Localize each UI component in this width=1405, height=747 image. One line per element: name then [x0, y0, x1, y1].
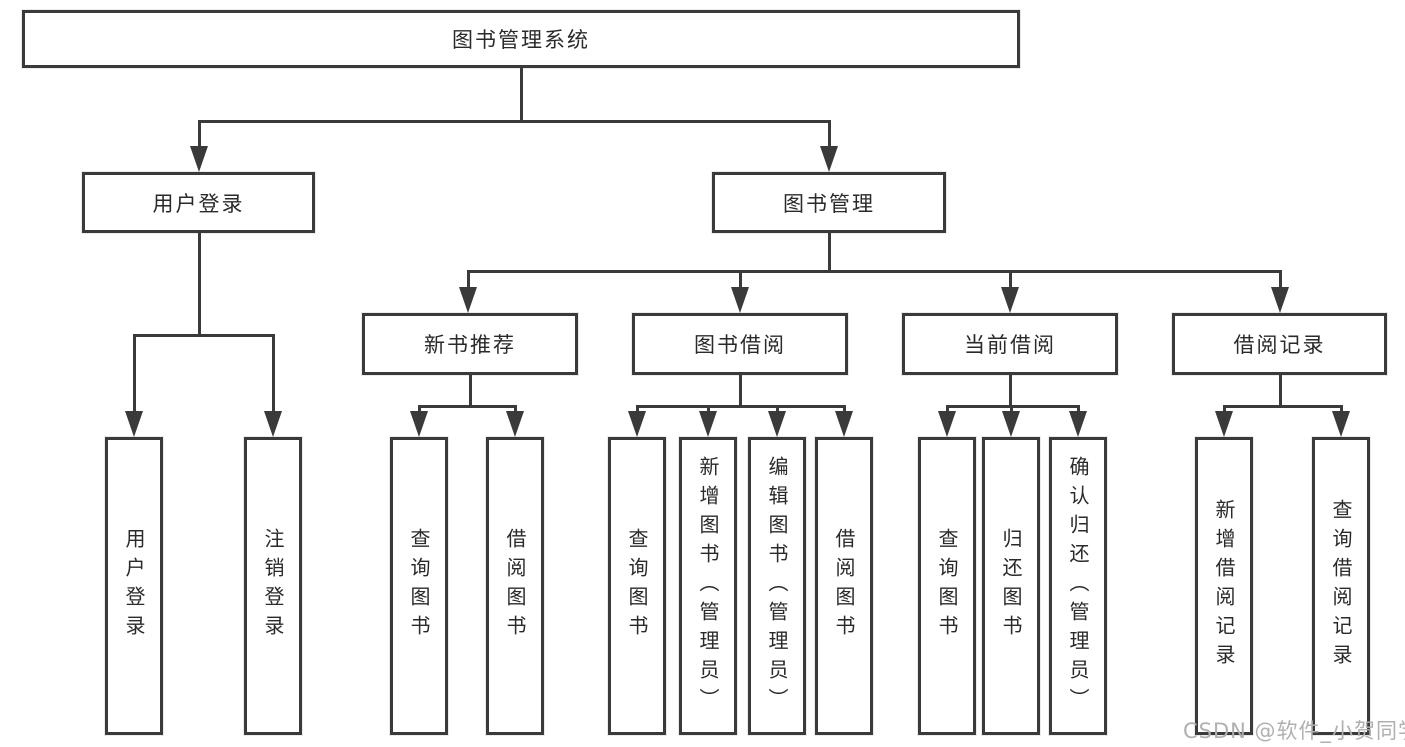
leaf-logout: 注销登录: [244, 437, 302, 735]
connector-vline: [1223, 405, 1226, 414]
leaf-cb-return-books: 归还图书: [982, 437, 1040, 735]
arrowhead-down-icon: [699, 411, 717, 437]
connector-vline: [520, 66, 523, 123]
leaf-nb-query-books: 查询图书: [390, 437, 448, 735]
leaf-bb-add-book-admin: 新增图书（管理员）: [679, 437, 737, 735]
node-user-login: 用户登录: [82, 172, 315, 233]
arrowhead-down-icon: [731, 287, 749, 313]
connector-vline: [469, 373, 472, 407]
leaf-bb-borrow-books: 借阅图书: [815, 437, 873, 735]
connector-hline: [133, 334, 274, 337]
leaf-br-query-record: 查询借阅记录: [1312, 437, 1370, 735]
arrowhead-down-icon: [506, 411, 524, 437]
connector-vline: [843, 405, 846, 414]
connector-hline: [467, 270, 1281, 273]
node-book-management: 图书管理: [712, 172, 946, 233]
connector-vline: [133, 334, 136, 414]
arrowhead-down-icon: [1001, 287, 1019, 313]
connector-hline: [1223, 405, 1342, 408]
node-borrowing-records: 借阅记录: [1172, 313, 1387, 375]
leaf-nb-borrow-books: 借阅图书: [486, 437, 544, 735]
connector-vline: [1009, 270, 1012, 289]
connector-vline: [776, 405, 779, 414]
connector-vline: [1077, 405, 1080, 414]
arrowhead-down-icon: [1215, 411, 1233, 437]
connector-vline: [1340, 405, 1343, 414]
arrowhead-down-icon: [459, 287, 477, 313]
arrowhead-down-icon: [264, 411, 282, 437]
connector-vline: [467, 270, 470, 289]
connector-vline: [739, 373, 742, 407]
arrowhead-down-icon: [1332, 411, 1350, 437]
connector-hline: [636, 405, 845, 408]
node-new-book-recommendation: 新书推荐: [362, 313, 578, 375]
connector-vline: [707, 405, 710, 414]
connector-vline: [198, 120, 201, 148]
arrowhead-down-icon: [820, 146, 838, 172]
connector-vline: [272, 334, 275, 414]
node-book-borrowing: 图书借阅: [632, 313, 848, 375]
connector-vline: [1010, 405, 1013, 414]
arrowhead-down-icon: [125, 411, 143, 437]
connector-hline: [198, 120, 831, 123]
arrowhead-down-icon: [190, 146, 208, 172]
connector-vline: [1279, 270, 1282, 289]
arrowhead-down-icon: [410, 411, 428, 437]
arrowhead-down-icon: [1271, 287, 1289, 313]
arrowhead-down-icon: [768, 411, 786, 437]
connector-vline: [418, 405, 421, 414]
arrowhead-down-icon: [628, 411, 646, 437]
connector-vline: [1009, 373, 1012, 407]
arrowhead-down-icon: [1002, 411, 1020, 437]
connector-vline: [514, 405, 517, 414]
leaf-bb-edit-book-admin: 编辑图书（管理员）: [748, 437, 806, 735]
node-root: 图书管理系统: [22, 10, 1020, 68]
node-current-borrowing: 当前借阅: [902, 313, 1118, 375]
leaf-bb-query-books: 查询图书: [608, 437, 666, 735]
connector-vline: [198, 231, 201, 336]
leaf-br-add-record: 新增借阅记录: [1195, 437, 1253, 735]
connector-hline: [418, 405, 516, 408]
arrowhead-down-icon: [1069, 411, 1087, 437]
leaf-cb-query-books: 查询图书: [918, 437, 976, 735]
connector-vline: [828, 120, 831, 148]
connector-vline: [739, 270, 742, 289]
arrowhead-down-icon: [835, 411, 853, 437]
leaf-cb-confirm-return-admin: 确认归还（管理员）: [1049, 437, 1107, 735]
leaf-user-login: 用户登录: [105, 437, 163, 735]
watermark: CSDN @软件_小贺同学: [1183, 719, 1405, 743]
arrowhead-down-icon: [938, 411, 956, 437]
connector-vline: [946, 405, 949, 414]
connector-vline: [1279, 373, 1282, 407]
connector-vline: [828, 231, 831, 272]
connector-vline: [636, 405, 639, 414]
